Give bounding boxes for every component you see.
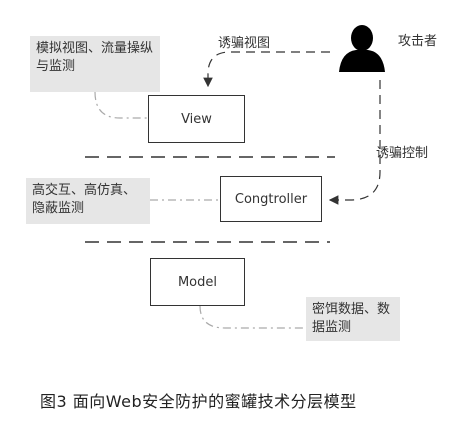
lure-view-label: 诱骗视图 (218, 36, 271, 51)
lure-control-arrow (328, 80, 381, 205)
figure-caption: 图3 面向Web安全防护的蜜罐技术分层模型 (40, 392, 357, 411)
view-note: 模拟视图、流量操纵与监测 (30, 36, 160, 92)
controller-note: 高交互、高仿真、隐蔽监测 (26, 178, 150, 224)
model-box: Model (150, 258, 245, 306)
view-note-connector (94, 91, 148, 119)
attacker-label: 攻击者 (398, 34, 438, 49)
view-box: View (148, 95, 245, 143)
lure-control-label: 诱骗控制 (376, 146, 429, 161)
model-note-connector (199, 305, 305, 329)
controller-box: Congtroller (220, 176, 322, 222)
person-silhouette-icon (339, 25, 385, 72)
model-note: 密饵数据、数据监测 (306, 297, 400, 341)
lure-view-arrow (203, 51, 330, 88)
